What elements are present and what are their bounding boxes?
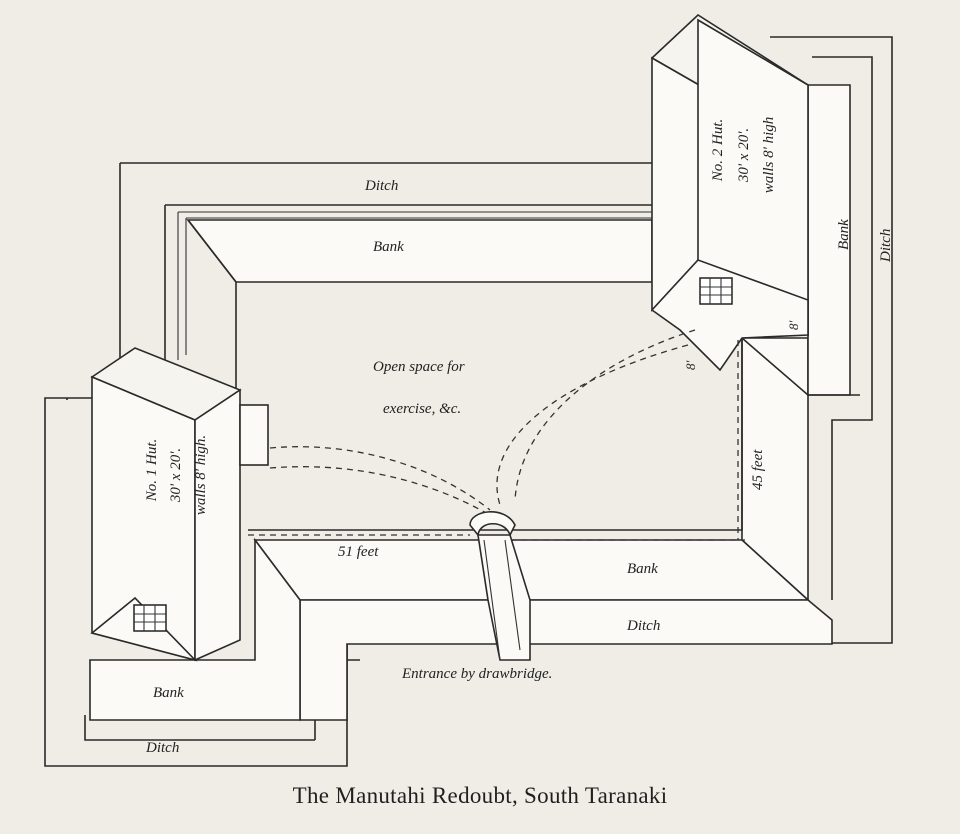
path-left-2 xyxy=(269,466,499,521)
bank-top-label: Bank xyxy=(373,239,404,255)
bank-top xyxy=(186,219,653,283)
ditch-parallels xyxy=(177,211,652,360)
hut2-name-label: No. 2 Hut. xyxy=(710,119,726,183)
ditch-left-label: Ditch xyxy=(145,740,179,756)
bank-bottom-label: Bank xyxy=(627,561,658,577)
ditch-right-label: Ditch xyxy=(878,229,894,263)
bank-left xyxy=(89,537,301,721)
hut2-size-label: 30' x 20'. xyxy=(736,128,752,183)
path-right-2 xyxy=(514,329,696,501)
path-right xyxy=(496,344,689,506)
open-space-label-2: exercise, &c. xyxy=(383,401,461,417)
hut1-annex xyxy=(239,404,269,466)
path-left xyxy=(269,446,491,511)
open-space-label-1: Open space for xyxy=(373,359,465,375)
inner-ditch-line xyxy=(66,56,873,741)
dim-51-label: 51 feet xyxy=(338,544,379,560)
hut2-gable xyxy=(650,259,809,372)
bank-right-label: Bank xyxy=(836,219,852,250)
hut1-window xyxy=(133,604,167,632)
bank-bottom-face xyxy=(299,599,833,721)
dim-8-label-a: 8' xyxy=(683,361,698,371)
ditch-top-label: Ditch xyxy=(364,178,398,194)
hut1-size-label: 30' x 20'. xyxy=(168,448,184,503)
hut1-walls-label: walls 8' high. xyxy=(193,435,209,515)
figure-caption: The Manutahi Redoubt, South Taranaki xyxy=(292,783,668,808)
dim-45-label: 45 feet xyxy=(750,449,766,490)
dim-8-label-b: 8' xyxy=(786,321,801,331)
hut1-name-label: No. 1 Hut. xyxy=(144,439,160,503)
parade-wall xyxy=(248,338,743,531)
ditch-bottom-label: Ditch xyxy=(626,618,660,634)
parade-wall-dash xyxy=(248,340,745,541)
hut1-wall-side xyxy=(194,388,241,662)
entrance-label: Entrance by drawbridge. xyxy=(401,666,552,682)
drawbridge xyxy=(469,511,531,661)
hut2-walls-label: walls 8' high xyxy=(761,117,777,194)
hut2-window xyxy=(699,277,733,305)
bank-left-label: Bank xyxy=(153,685,184,701)
